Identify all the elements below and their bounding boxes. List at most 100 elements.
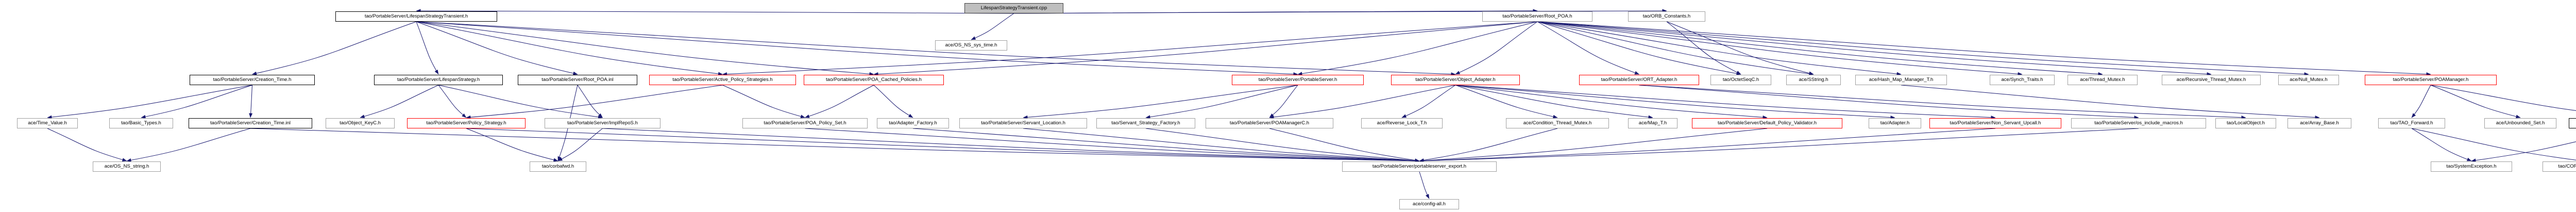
graph-edge bbox=[360, 85, 439, 118]
graph-node[interactable]: tao/PortableServer/LifespanStrategyTrans… bbox=[335, 11, 497, 22]
graph-node-label: tao/Adapter.h bbox=[1880, 120, 1910, 126]
graph-node-label: ace/Map_T.h bbox=[1638, 120, 1667, 126]
graph-node[interactable]: ace/config-all.h bbox=[1399, 199, 1459, 209]
graph-node-label: tao/TAO_Forward.h bbox=[2390, 120, 2433, 126]
graph-edge bbox=[250, 128, 1420, 163]
graph-node[interactable]: tao/PortableServer/Creation_Time.inl bbox=[189, 118, 312, 128]
graph-node[interactable]: tao/PortableServer/ORT_Adapter.h bbox=[1579, 75, 1699, 85]
graph-edge bbox=[1537, 21, 2431, 76]
graph-edge bbox=[1297, 21, 1538, 76]
graph-node[interactable]: tao/Servant_Strategy_Factory.h bbox=[1096, 118, 1195, 128]
graph-node[interactable]: ace/Condition_Thread_Mutex.h bbox=[1506, 118, 1609, 128]
graph-node[interactable]: tao/OctetSeqC.h bbox=[1710, 75, 1771, 85]
graph-node-label: tao/PortableServer/ORT_Adapter.h bbox=[1601, 77, 1677, 83]
graph-edge bbox=[1269, 85, 1298, 118]
graph-node[interactable]: tao/CORBA_macros.h bbox=[2543, 161, 2576, 172]
graph-node[interactable]: tao/PortableServer/Root_POA.h bbox=[1482, 11, 1592, 22]
graph-node[interactable]: ace/Synch_Traits.h bbox=[1990, 75, 2055, 85]
graph-node[interactable]: ace/Hash_Map_Manager_T.h bbox=[1855, 75, 1947, 85]
graph-node-label: tao/PortableServer/os_include_macros.h bbox=[2094, 120, 2183, 126]
graph-node-label: tao/PortableServer/Default_Policy_Valida… bbox=[1717, 120, 1817, 126]
graph-node[interactable]: ace/Array_Base.h bbox=[2287, 118, 2351, 128]
graph-node-label: tao/OctetSeqC.h bbox=[1722, 77, 1759, 83]
graph-edge bbox=[557, 128, 603, 161]
graph-node[interactable]: tao/Object_KeyC.h bbox=[326, 118, 395, 128]
graph-node[interactable]: tao/PortableServer/Default_Policy_Valida… bbox=[1692, 118, 1842, 128]
graph-node[interactable]: ace/Recursive_Thread_Mutex.h bbox=[2162, 75, 2261, 85]
graph-node-label: tao/PortableServer/Active_Policy_Strateg… bbox=[672, 77, 773, 83]
graph-edge bbox=[1537, 21, 2023, 76]
graph-node[interactable]: tao/Adapter.h bbox=[1869, 118, 1921, 128]
graph-node[interactable]: tao/corbafwd.h bbox=[530, 161, 586, 172]
graph-edge bbox=[1666, 21, 1741, 75]
graph-node[interactable]: tao/TAO_Forward.h bbox=[2378, 118, 2445, 128]
graph-edge bbox=[1537, 21, 2212, 76]
graph-node[interactable]: ace/Null_Mutex.h bbox=[2278, 75, 2339, 85]
graph-node[interactable]: tao/Basic_Types.h bbox=[109, 118, 173, 128]
graph-edge bbox=[2411, 128, 2472, 161]
graph-node[interactable]: ace/SString.h bbox=[1786, 75, 1841, 85]
graph-edge bbox=[1013, 9, 1667, 14]
graph-node[interactable]: tao/PortableServer/LifespanStrategy.h bbox=[374, 75, 503, 85]
graph-node[interactable]: tao/PortableServer/POAManager.h bbox=[2365, 75, 2497, 85]
graph-node[interactable]: tao/PortableServer/PortableServer.h bbox=[1232, 75, 1364, 85]
graph-node[interactable]: tao/LocalObject.h bbox=[2215, 118, 2276, 128]
graph-node[interactable]: tao/PortableServer/POA_Cached_Policies.h bbox=[804, 75, 944, 85]
graph-edge bbox=[805, 85, 874, 118]
graph-edge bbox=[1269, 85, 1456, 119]
graph-node-label: ace/Time_Value.h bbox=[28, 120, 67, 126]
graph-edge bbox=[1901, 85, 2320, 120]
graph-node-label: tao/LocalObject.h bbox=[2227, 120, 2265, 126]
graph-node[interactable]: tao/SystemException.h bbox=[2431, 161, 2512, 172]
graph-node[interactable]: tao/PortableServer/ImplRepoS.h bbox=[545, 118, 660, 128]
graph-node[interactable]: tao/PortableServer/Active_Policy_Strateg… bbox=[649, 75, 796, 85]
graph-node[interactable]: tao/PortableServer/POAManager.inl bbox=[2569, 118, 2576, 128]
graph-edge bbox=[1419, 128, 2139, 163]
graph-node-label: tao/PortableServer/Root_POA.inl bbox=[541, 77, 614, 83]
graph-edge bbox=[722, 21, 1538, 76]
graph-node-label: ace/Null_Mutex.h bbox=[2290, 77, 2328, 83]
graph-node[interactable]: tao/PortableServer/Creation_Time.h bbox=[190, 75, 315, 85]
graph-edge bbox=[249, 85, 253, 118]
graph-node-label: ace/OS_NS_sys_time.h bbox=[945, 42, 997, 48]
graph-node[interactable]: tao/PortableServer/Servant_Location.h bbox=[959, 118, 1087, 128]
graph-node-label: tao/PortableServer/PortableServer.h bbox=[1258, 77, 1337, 83]
graph-node[interactable]: tao/PortableServer/POAManagerC.h bbox=[1206, 118, 1333, 128]
graph-node[interactable]: tao/PortableServer/Object_Adapter.h bbox=[1391, 75, 1520, 85]
graph-node[interactable]: tao/PortableServer/POA_Policy_Set.h bbox=[742, 118, 868, 128]
graph-node[interactable]: ace/Time_Value.h bbox=[17, 118, 78, 128]
graph-node-label: ace/Condition_Thread_Mutex.h bbox=[1523, 120, 1592, 126]
graph-edge bbox=[873, 85, 913, 118]
graph-node[interactable]: tao/ORB_Constants.h bbox=[1628, 11, 1705, 22]
graph-node[interactable]: tao/PortableServer/os_include_macros.h bbox=[2071, 118, 2206, 128]
graph-node-label: ace/Array_Base.h bbox=[2300, 120, 2339, 126]
graph-node-label: tao/PortableServer/LifespanStrategy.h bbox=[397, 77, 480, 83]
graph-node[interactable]: tao/PortableServer/Root_POA.inl bbox=[518, 75, 637, 85]
graph-node[interactable]: ace/OS_NS_string.h bbox=[93, 161, 161, 172]
graph-node[interactable]: ace/Map_T.h bbox=[1628, 118, 1677, 128]
graph-node-label: tao/ORB_Constants.h bbox=[1642, 13, 1691, 20]
graph-edge bbox=[1419, 128, 1996, 163]
graph-node[interactable]: LifespanStrategyTransient.cpp bbox=[964, 3, 1063, 13]
graph-edge bbox=[438, 85, 603, 119]
graph-edge bbox=[466, 128, 1420, 163]
graph-node[interactable]: tao/PortableServer/portableserver_export… bbox=[1342, 161, 1497, 172]
graph-node-label: tao/PortableServer/POA_Policy_Set.h bbox=[764, 120, 846, 126]
graph-edge bbox=[1419, 171, 1430, 199]
graph-node[interactable]: ace/OS_NS_sys_time.h bbox=[935, 40, 1007, 51]
graph-edge bbox=[1537, 21, 1741, 75]
graph-node[interactable]: ace/Reverse_Lock_T.h bbox=[1361, 118, 1443, 128]
graph-edge bbox=[577, 85, 603, 118]
graph-node-label: tao/PortableServer/portableserver_export… bbox=[1372, 164, 1467, 170]
graph-edge bbox=[416, 21, 1456, 76]
graph-node[interactable]: ace/Unbounded_Set.h bbox=[2484, 118, 2556, 128]
graph-edge bbox=[416, 21, 874, 76]
graph-node[interactable]: tao/Adapter_Factory.h bbox=[877, 118, 949, 128]
graph-node[interactable]: ace/Thread_Mutex.h bbox=[2067, 75, 2138, 85]
graph-node-label: tao/PortableServer/Servant_Location.h bbox=[981, 120, 1065, 126]
graph-node[interactable]: tao/PortableServer/Non_Servant_Upcall.h bbox=[1929, 118, 2061, 128]
graph-node-label: tao/PortableServer/Policy_Strategy.h bbox=[426, 120, 506, 126]
graph-node-label: tao/PortableServer/POA_Cached_Policies.h bbox=[826, 77, 922, 83]
graph-node-label: ace/Thread_Mutex.h bbox=[2080, 77, 2125, 83]
graph-node[interactable]: tao/PortableServer/Policy_Strategy.h bbox=[407, 118, 526, 128]
